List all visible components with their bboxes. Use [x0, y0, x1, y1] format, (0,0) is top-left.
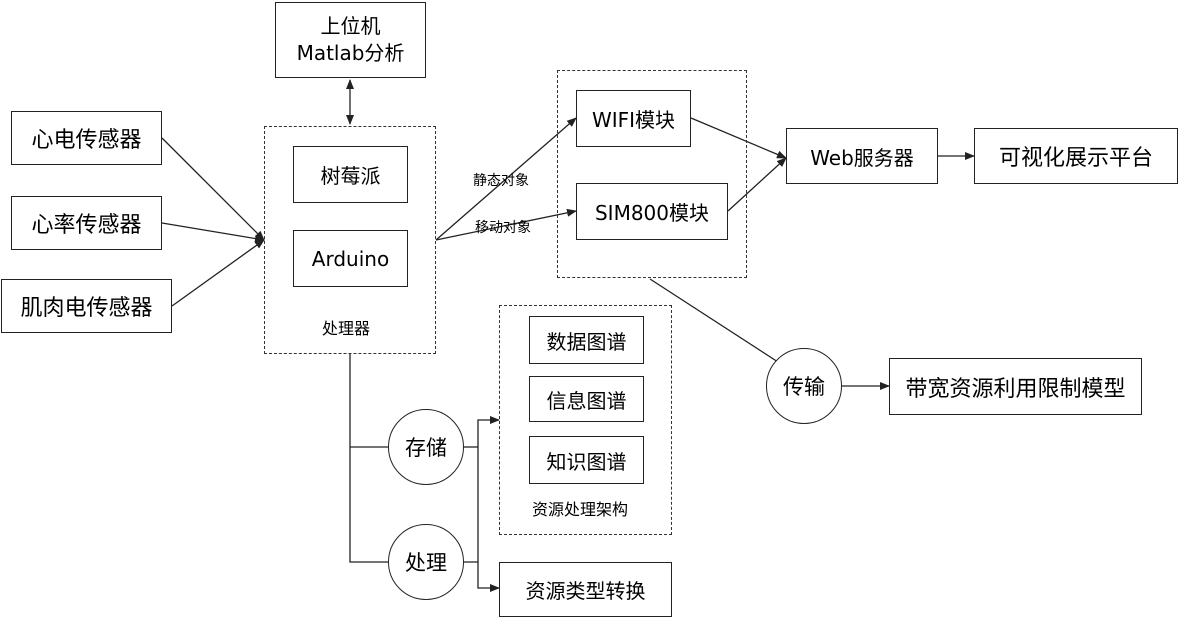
edge-processing-bus — [464, 416, 500, 563]
resource-processing-label: 资源处理架构 — [532, 500, 629, 519]
arduino-box: Arduino — [293, 230, 408, 287]
ecg-sensor-label: 心电传感器 — [31, 128, 142, 153]
raspberry-pi-box: 树莓派 — [293, 146, 408, 203]
processing-label: 处理 — [405, 551, 447, 575]
processing-node: 处理 — [388, 524, 464, 600]
edge-processor-sim — [435, 208, 577, 241]
visualization-platform-label: 可视化展示平台 — [998, 146, 1153, 171]
web-server-box: Web服务器 — [786, 128, 938, 184]
processor-label: 处理器 — [322, 319, 371, 338]
transmission-node: 传输 — [766, 348, 842, 424]
edge-processing-conversion — [477, 562, 500, 592]
upper-computer-box: 上位机 Matlab分析 — [275, 2, 426, 78]
edge-comm-transmission — [649, 278, 779, 363]
storage-label: 存储 — [405, 436, 447, 460]
edge-processor-branches — [349, 354, 388, 563]
ecg-sensor-box: 心电传感器 — [11, 111, 162, 165]
storage-node: 存储 — [388, 409, 464, 485]
heart-rate-sensor-box: 心率传感器 — [11, 196, 162, 250]
resource-processing-group — [499, 305, 672, 535]
knowledge-graph-label: 知识图谱 — [546, 449, 627, 474]
heart-rate-sensor-label: 心率传感器 — [31, 213, 142, 238]
wifi-module-box: WIFI模块 — [576, 90, 691, 147]
edge-hr-processor — [161, 222, 265, 243]
info-graph-label: 信息图谱 — [546, 388, 627, 413]
bandwidth-model-box: 带宽资源利用限制模型 — [889, 358, 1142, 415]
edge-wifi-web — [690, 117, 787, 159]
upper-computer-subtitle: Matlab分析 — [296, 41, 405, 65]
data-graph-label: 数据图谱 — [546, 329, 627, 354]
edge-emg-processor — [171, 239, 265, 307]
sim800-module-label: SIM800模块 — [594, 201, 710, 225]
web-server-label: Web服务器 — [810, 145, 914, 170]
visualization-platform-box: 可视化展示平台 — [974, 128, 1178, 184]
processor-group — [264, 126, 436, 354]
data-graph-box: 数据图谱 — [529, 316, 644, 364]
upper-computer-title: 上位机 — [320, 14, 381, 38]
static-object-label: 静态对象 — [473, 173, 529, 189]
type-conversion-label: 资源类型转换 — [525, 579, 646, 603]
bandwidth-model-label: 带宽资源利用限制模型 — [905, 376, 1126, 402]
info-graph-box: 信息图谱 — [529, 376, 644, 422]
edge-ecg-processor — [161, 137, 265, 241]
emg-sensor-label: 肌肉电传感器 — [20, 296, 153, 321]
mobile-object-label: 移动对象 — [475, 220, 531, 236]
raspberry-pi-label: 树莓派 — [320, 164, 381, 188]
emg-sensor-box: 肌肉电传感器 — [1, 279, 172, 333]
type-conversion-box: 资源类型转换 — [499, 562, 672, 617]
transmission-label: 传输 — [783, 375, 825, 399]
arduino-label: Arduino — [311, 246, 390, 271]
edge-processor-wifi — [435, 117, 577, 241]
comm-module-group — [557, 70, 747, 278]
knowledge-graph-box: 知识图谱 — [529, 436, 644, 484]
sim800-module-box: SIM800模块 — [576, 183, 728, 240]
wifi-module-label: WIFI模块 — [591, 108, 676, 132]
edge-sim-web — [727, 157, 787, 212]
